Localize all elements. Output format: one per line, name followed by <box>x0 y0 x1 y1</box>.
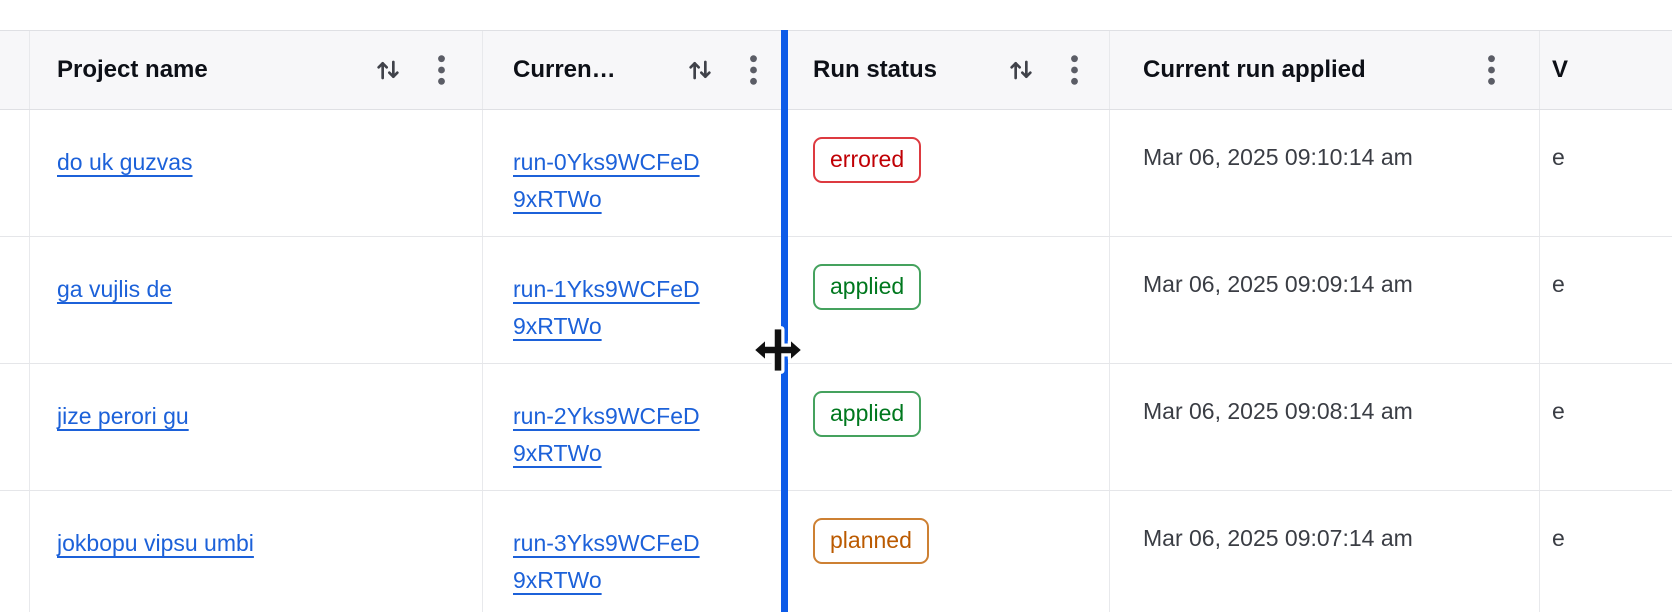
table-header-row: Project name Curren… <box>0 30 1672 110</box>
run-status-cell: planned <box>783 491 1110 612</box>
run-status-cell: applied <box>783 237 1110 363</box>
kebab-menu-icon[interactable] <box>437 53 446 87</box>
partial-cell-text: e <box>1552 271 1565 297</box>
run-applied-cell: Mar 06, 2025 09:08:14 am <box>1110 364 1540 490</box>
column-header-run-status[interactable]: Run status <box>783 31 1110 109</box>
column-label: Run status <box>813 56 938 83</box>
project-link[interactable]: ga vujlis de <box>57 276 173 302</box>
partial-cell: e <box>1540 491 1672 612</box>
run-status-badge: applied <box>813 264 922 310</box>
kebab-menu-icon[interactable] <box>749 53 758 87</box>
run-applied-timestamp: Mar 06, 2025 09:08:14 am <box>1143 398 1413 424</box>
project-link[interactable]: jize perori gu <box>57 403 189 429</box>
run-status-cell: applied <box>783 364 1110 490</box>
partial-cell-text: e <box>1552 144 1565 170</box>
runs-table: Project name Curren… <box>0 30 1672 612</box>
run-applied-cell: Mar 06, 2025 09:10:14 am <box>1110 110 1540 236</box>
partial-cell: e <box>1540 237 1672 363</box>
row-spacer-cell <box>0 110 30 236</box>
project-cell: jokbopu vipsu umbi <box>30 491 483 612</box>
run-applied-timestamp: Mar 06, 2025 09:10:14 am <box>1143 144 1413 170</box>
column-header-project-name[interactable]: Project name <box>30 31 483 109</box>
run-applied-cell: Mar 06, 2025 09:07:14 am <box>1110 491 1540 612</box>
column-label: Curren… <box>513 56 616 83</box>
column-label: Current run applied <box>1143 56 1366 83</box>
project-link[interactable]: do uk guzvas <box>57 149 193 175</box>
run-status-badge: planned <box>813 518 929 564</box>
sort-icon[interactable] <box>684 54 716 86</box>
project-cell: ga vujlis de <box>30 237 483 363</box>
partial-cell-text: e <box>1552 525 1565 551</box>
kebab-menu-icon[interactable] <box>1487 53 1496 87</box>
column-resize-indicator[interactable] <box>781 30 788 612</box>
run-status-cell: errored <box>783 110 1110 236</box>
column-label: Project name <box>57 56 208 83</box>
run-status-badge: applied <box>813 391 922 437</box>
sort-icon[interactable] <box>1005 54 1037 86</box>
column-header-partial: V <box>1540 31 1672 109</box>
row-spacer-cell <box>0 491 30 612</box>
partial-cell: e <box>1540 364 1672 490</box>
row-spacer-cell <box>0 237 30 363</box>
header-cell-spacer <box>0 31 30 109</box>
row-spacer-cell <box>0 364 30 490</box>
run-applied-cell: Mar 06, 2025 09:09:14 am <box>1110 237 1540 363</box>
project-link[interactable]: jokbopu vipsu umbi <box>57 530 254 556</box>
kebab-menu-icon[interactable] <box>1070 53 1079 87</box>
column-label: V <box>1552 56 1569 83</box>
column-header-current-run[interactable]: Curren… <box>483 31 783 109</box>
partial-cell-text: e <box>1552 398 1565 424</box>
run-status-badge: errored <box>813 137 922 183</box>
partial-cell: e <box>1540 110 1672 236</box>
column-header-current-run-applied[interactable]: Current run applied <box>1110 31 1540 109</box>
run-applied-timestamp: Mar 06, 2025 09:07:14 am <box>1143 525 1413 551</box>
sort-icon[interactable] <box>372 54 404 86</box>
run-applied-timestamp: Mar 06, 2025 09:09:14 am <box>1143 271 1413 297</box>
project-cell: do uk guzvas <box>30 110 483 236</box>
project-cell: jize perori gu <box>30 364 483 490</box>
